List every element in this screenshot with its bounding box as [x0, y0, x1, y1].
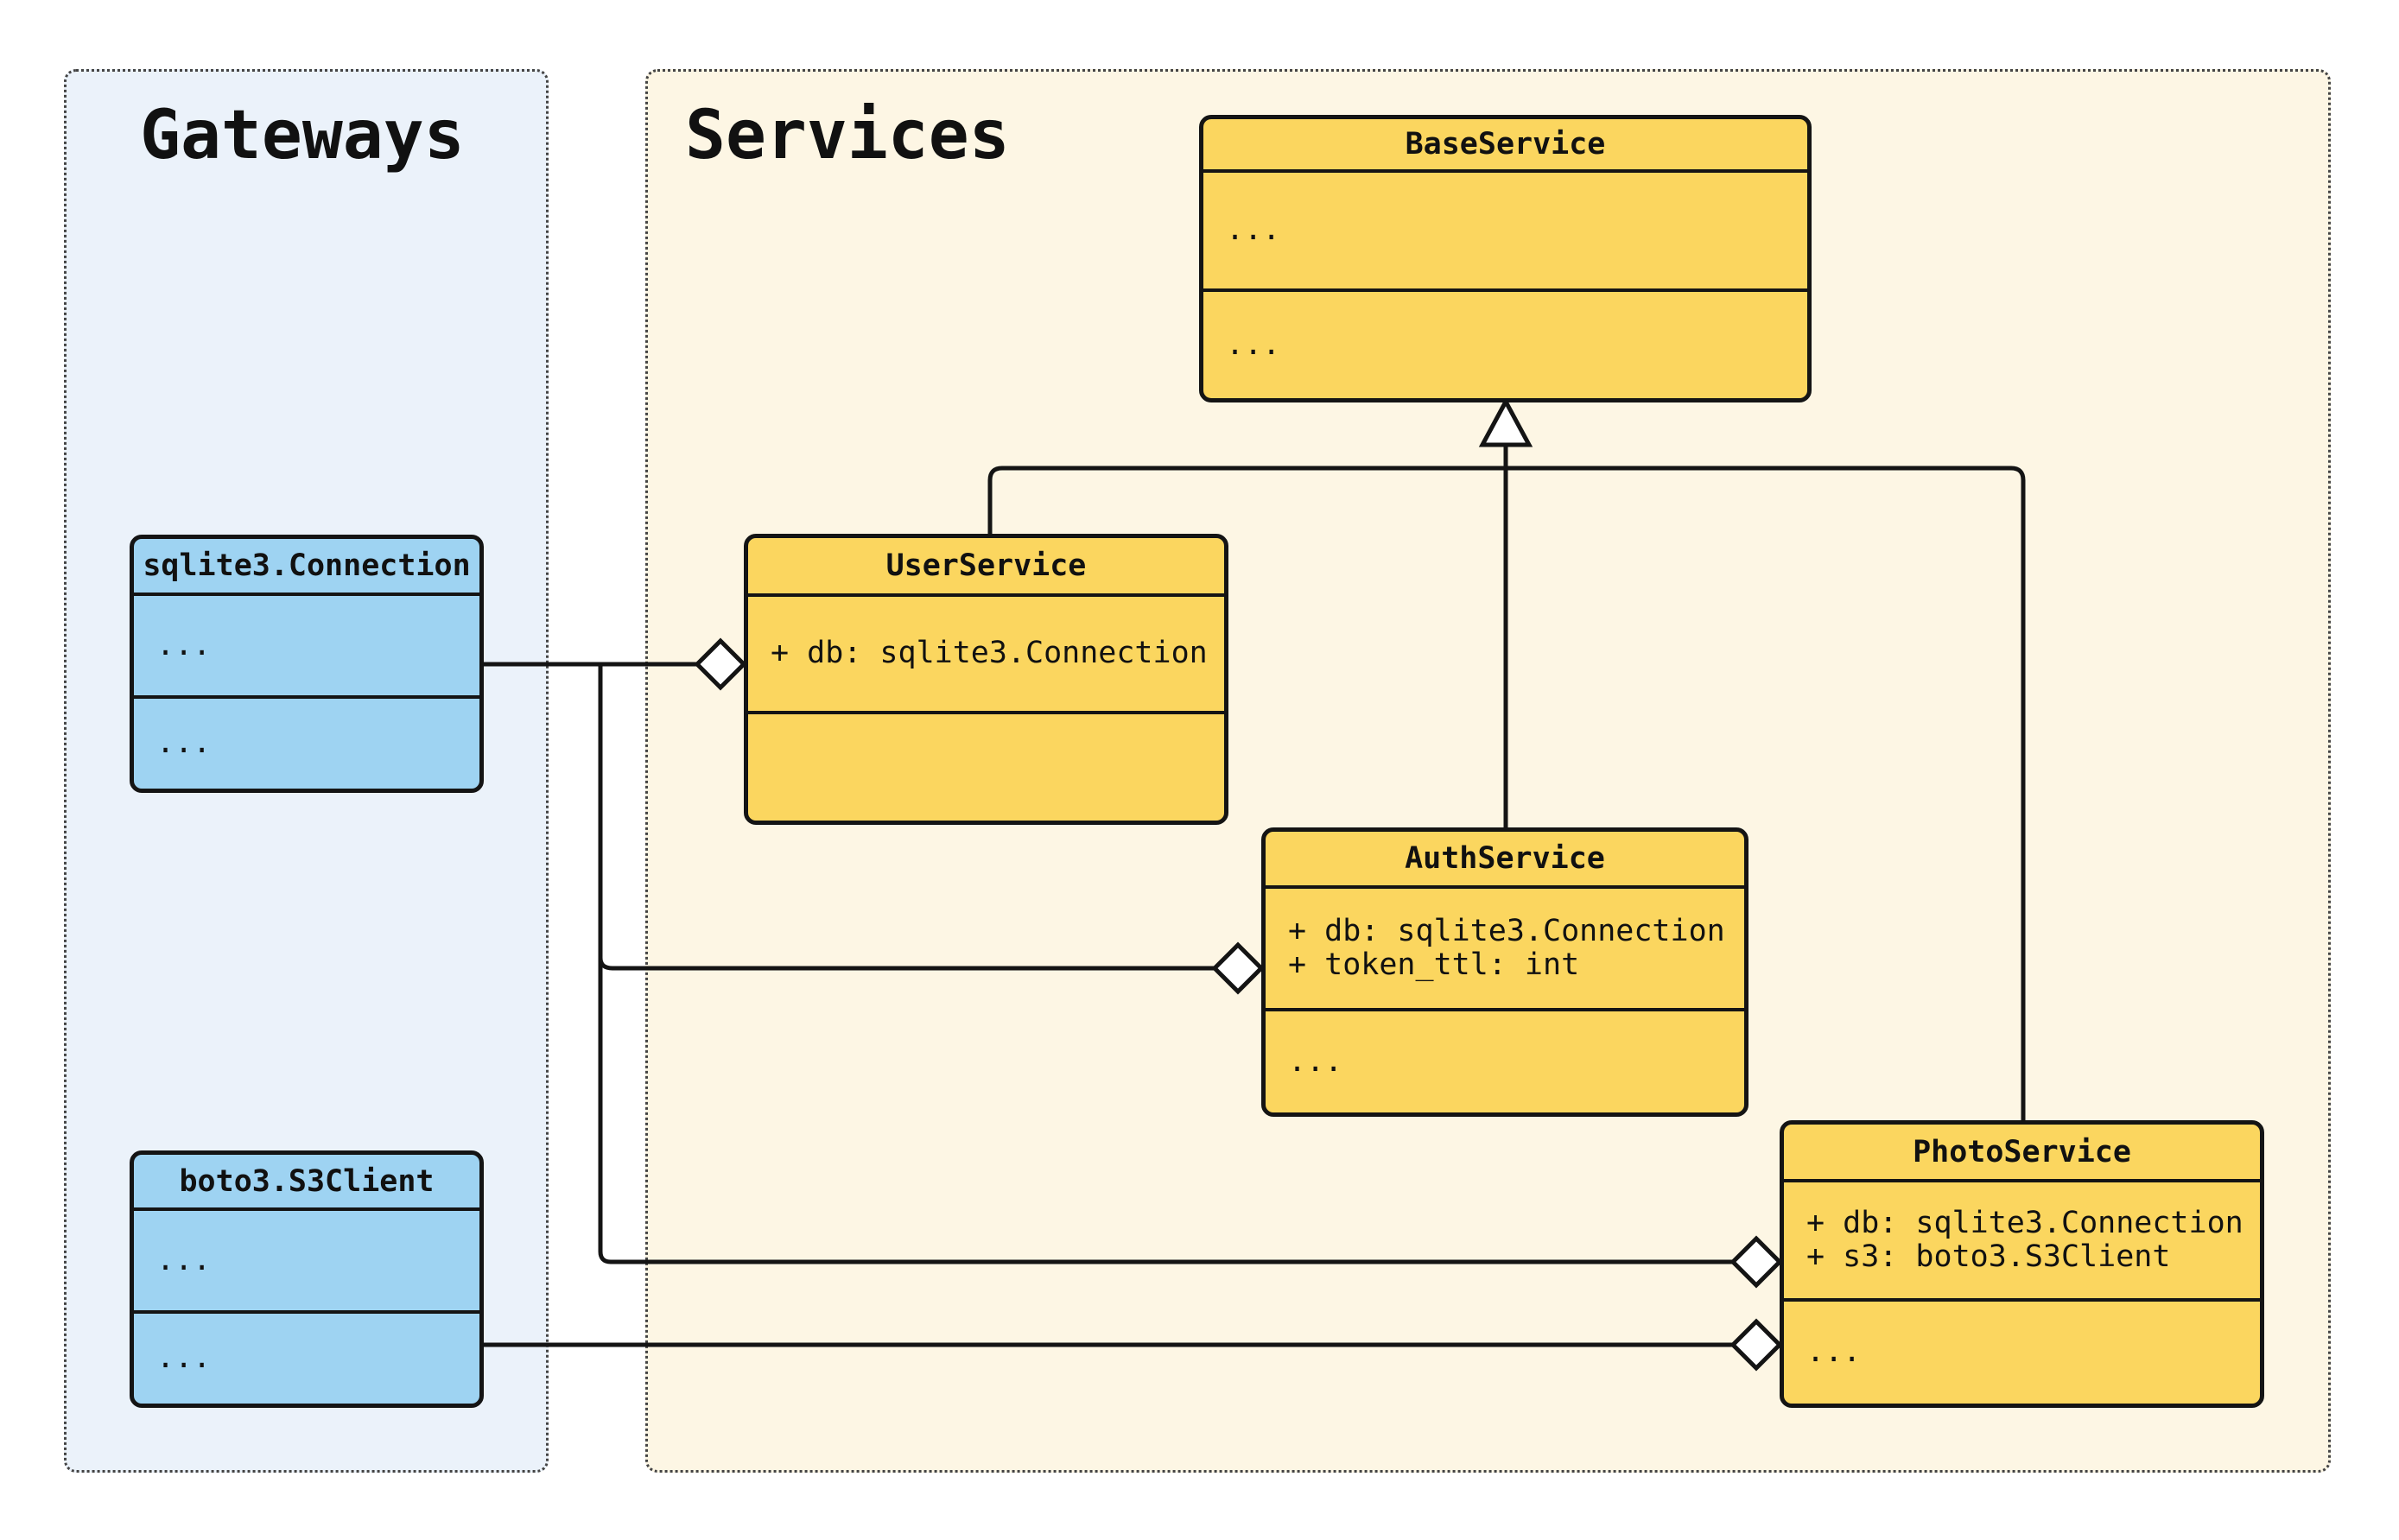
method-line: ... — [1226, 326, 1281, 362]
method-line: ... — [1288, 1043, 1343, 1079]
class-box-userservice: UserService + db: sqlite3.Connection — [744, 534, 1228, 825]
class-name-authservice: AuthService — [1266, 832, 1744, 885]
class-name-sqlite3-connection: sqlite3.Connection — [134, 539, 479, 593]
class-attributes-baseservice: ... — [1203, 169, 1807, 288]
method-line: ... — [1806, 1334, 1862, 1370]
class-attributes-authservice: + db: sqlite3.Connection + token_ttl: in… — [1266, 885, 1744, 1008]
class-methods-sqlite3-connection: ... — [134, 695, 479, 789]
class-name-label: BaseService — [1405, 127, 1606, 162]
attribute-line: ... — [1226, 212, 1281, 248]
class-name-userservice: UserService — [748, 538, 1224, 593]
class-name-label: UserService — [885, 548, 1087, 583]
attribute-line: ... — [156, 627, 212, 662]
class-methods-photoservice: ... — [1784, 1298, 2260, 1404]
class-name-label: sqlite3.Connection — [143, 548, 471, 583]
class-box-sqlite3-connection: sqlite3.Connection ... ... — [130, 535, 484, 793]
gateways-panel-title: Gateways — [140, 97, 465, 174]
class-attributes-boto3-s3client: ... — [134, 1207, 479, 1310]
attribute-line: + db: sqlite3.Connection — [771, 636, 1208, 671]
services-panel-title: Services — [685, 97, 1010, 174]
class-name-label: AuthService — [1405, 841, 1605, 876]
attribute-line: + db: sqlite3.Connection — [1806, 1205, 2244, 1240]
class-box-authservice: AuthService + db: sqlite3.Connection + t… — [1261, 827, 1748, 1117]
class-methods-baseservice: ... — [1203, 288, 1807, 398]
class-attributes-sqlite3-connection: ... — [134, 593, 479, 695]
class-methods-authservice: ... — [1266, 1008, 1744, 1112]
class-box-baseservice: BaseService ... ... — [1199, 115, 1812, 402]
attribute-line: + token_ttl: int — [1288, 947, 1580, 982]
class-name-label: boto3.S3Client — [179, 1163, 435, 1199]
attribute-line: + s3: boto3.S3Client — [1806, 1239, 2171, 1274]
class-attributes-photoservice: + db: sqlite3.Connection + s3: boto3.S3C… — [1784, 1179, 2260, 1298]
class-box-photoservice: PhotoService + db: sqlite3.Connection + … — [1780, 1120, 2264, 1408]
class-attributes-userservice: + db: sqlite3.Connection — [748, 593, 1224, 711]
method-line: ... — [156, 726, 212, 761]
class-methods-boto3-s3client: ... — [134, 1310, 479, 1404]
class-methods-userservice — [748, 711, 1224, 821]
method-line: ... — [156, 1340, 212, 1376]
class-name-label: PhotoService — [1913, 1134, 2131, 1169]
class-name-boto3-s3client: boto3.S3Client — [134, 1155, 479, 1207]
attribute-line: + db: sqlite3.Connection — [1288, 913, 1725, 948]
class-box-boto3-s3client: boto3.S3Client ... ... — [130, 1150, 484, 1408]
class-name-baseservice: BaseService — [1203, 119, 1807, 169]
class-name-photoservice: PhotoService — [1784, 1125, 2260, 1179]
attribute-line: ... — [156, 1242, 212, 1277]
